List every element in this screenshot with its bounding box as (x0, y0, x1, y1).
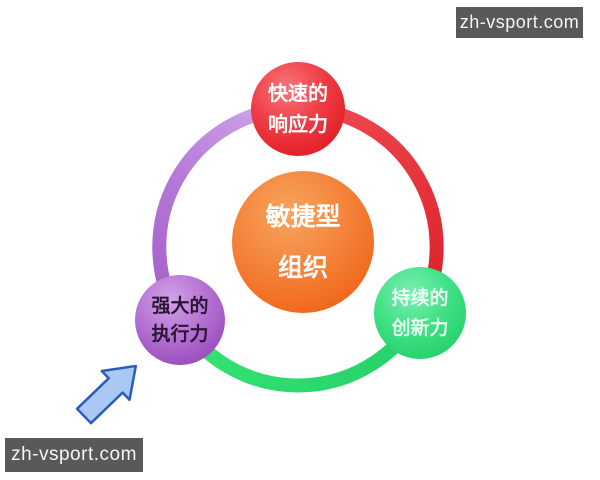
node-agile-organization-line2: 组织 (277, 253, 328, 282)
node-agile-organization: 敏捷型 组织 (232, 171, 374, 313)
node-strong-execution-line2: 执行力 (151, 323, 209, 345)
node-continuous-innovation: 持续的 创新力 (374, 267, 466, 359)
node-fast-response-line1: 快速的 (268, 81, 328, 105)
node-agile-organization-line1: 敏捷型 (265, 201, 341, 231)
node-strong-execution: 强大的 执行力 (135, 275, 225, 365)
node-fast-response: 快速的 响应力 (251, 62, 345, 156)
watermark-bottom-left: zh-vsport.com (5, 438, 143, 472)
node-continuous-innovation-line2: 创新力 (391, 317, 449, 339)
node-fast-response-line2: 响应力 (268, 112, 328, 136)
watermark-top-right-text: zh-vsport.com (459, 12, 580, 32)
node-continuous-innovation-line1: 持续的 (391, 286, 449, 309)
watermark-top-right: zh-vsport.com (456, 7, 583, 38)
arrow-icon (75, 364, 138, 425)
watermark-bottom-left-text: zh-vsport.com (11, 444, 137, 465)
node-strong-execution-line1: 强大的 (151, 294, 209, 317)
